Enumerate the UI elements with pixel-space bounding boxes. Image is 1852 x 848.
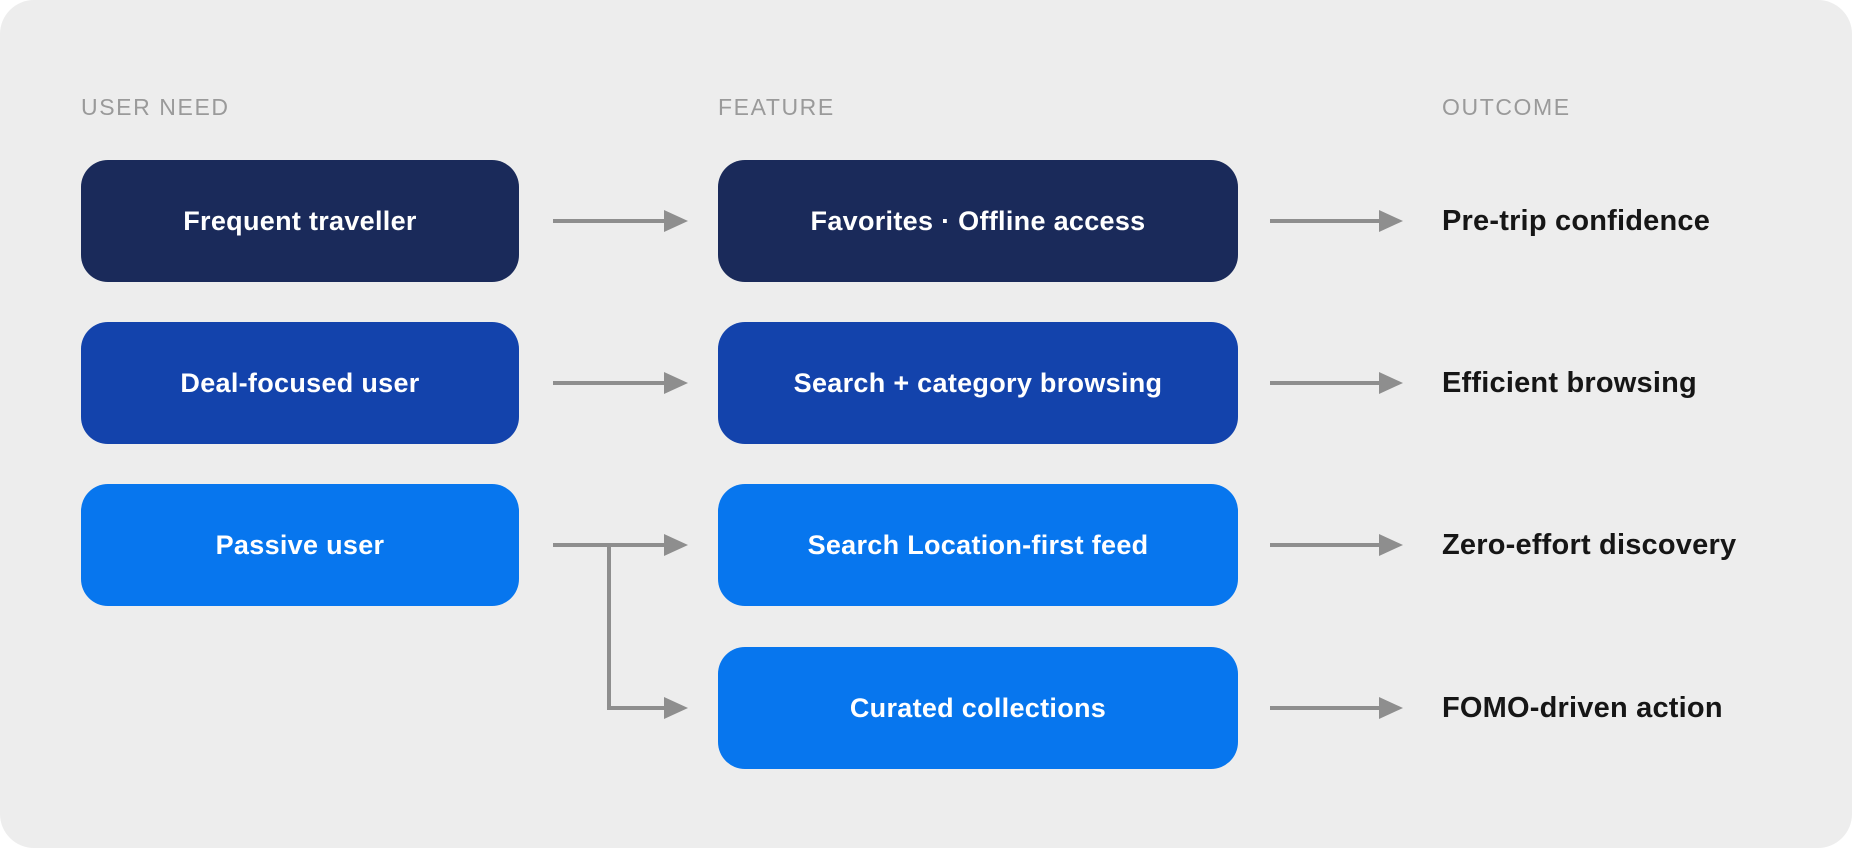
feature-label: Search Location-first feed xyxy=(807,529,1149,560)
arrow-curated-collections-to-fomo-action xyxy=(1270,697,1403,719)
user-need-box-passive-user: Passive user xyxy=(81,484,519,606)
outcome-pretrip-confidence: Pre-trip confidence xyxy=(1442,160,1710,282)
user-need-box-frequent-traveller: Frequent traveller xyxy=(81,160,519,282)
outcome-zero-effort-discovery: Zero-effort discovery xyxy=(1442,484,1736,606)
user-need-label: Passive user xyxy=(215,529,385,560)
outcome-efficient-browsing: Efficient browsing xyxy=(1442,322,1697,444)
feature-box-curated-collections: Curated collections xyxy=(718,647,1238,769)
user-need-label: Deal-focused user xyxy=(180,367,420,398)
outcome-label: FOMO-driven action xyxy=(1442,691,1723,724)
arrow-passive-user-to-location-first-feed xyxy=(553,534,688,556)
column-header-outcome: OUTCOME xyxy=(1442,94,1571,120)
column-header-user-need: USER NEED xyxy=(81,94,230,120)
feature-label: Search + category browsing xyxy=(793,367,1163,398)
feature-box-search-location-first-feed: Search Location-first feed xyxy=(718,484,1238,606)
arrow-passive-user-to-curated-collections xyxy=(607,545,688,719)
feature-label: Curated collections xyxy=(849,692,1107,723)
user-need-box-deal-focused-user: Deal-focused user xyxy=(81,322,519,444)
feature-box-search-category-browsing: Search + category browsing xyxy=(718,322,1238,444)
outcome-fomo-driven-action: FOMO-driven action xyxy=(1442,647,1723,769)
user-need-label: Frequent traveller xyxy=(183,205,417,236)
feature-box-favorites-offline-access: Favorites · Offline access xyxy=(718,160,1238,282)
arrow-search-category-to-efficient-browsing xyxy=(1270,372,1403,394)
arrow-frequent-traveller-to-favorites xyxy=(553,210,688,232)
outcome-label: Zero-effort discovery xyxy=(1442,528,1737,561)
column-header-feature: FEATURE xyxy=(718,94,835,120)
arrow-location-first-feed-to-zero-effort xyxy=(1270,534,1403,556)
arrow-deal-focused-to-search-category xyxy=(553,372,688,394)
outcome-label: Efficient browsing xyxy=(1442,366,1697,399)
arrow-favorites-to-pretrip-confidence xyxy=(1270,210,1403,232)
outcome-label: Pre-trip confidence xyxy=(1442,204,1711,237)
feature-label: Favorites · Offline access xyxy=(810,205,1146,236)
